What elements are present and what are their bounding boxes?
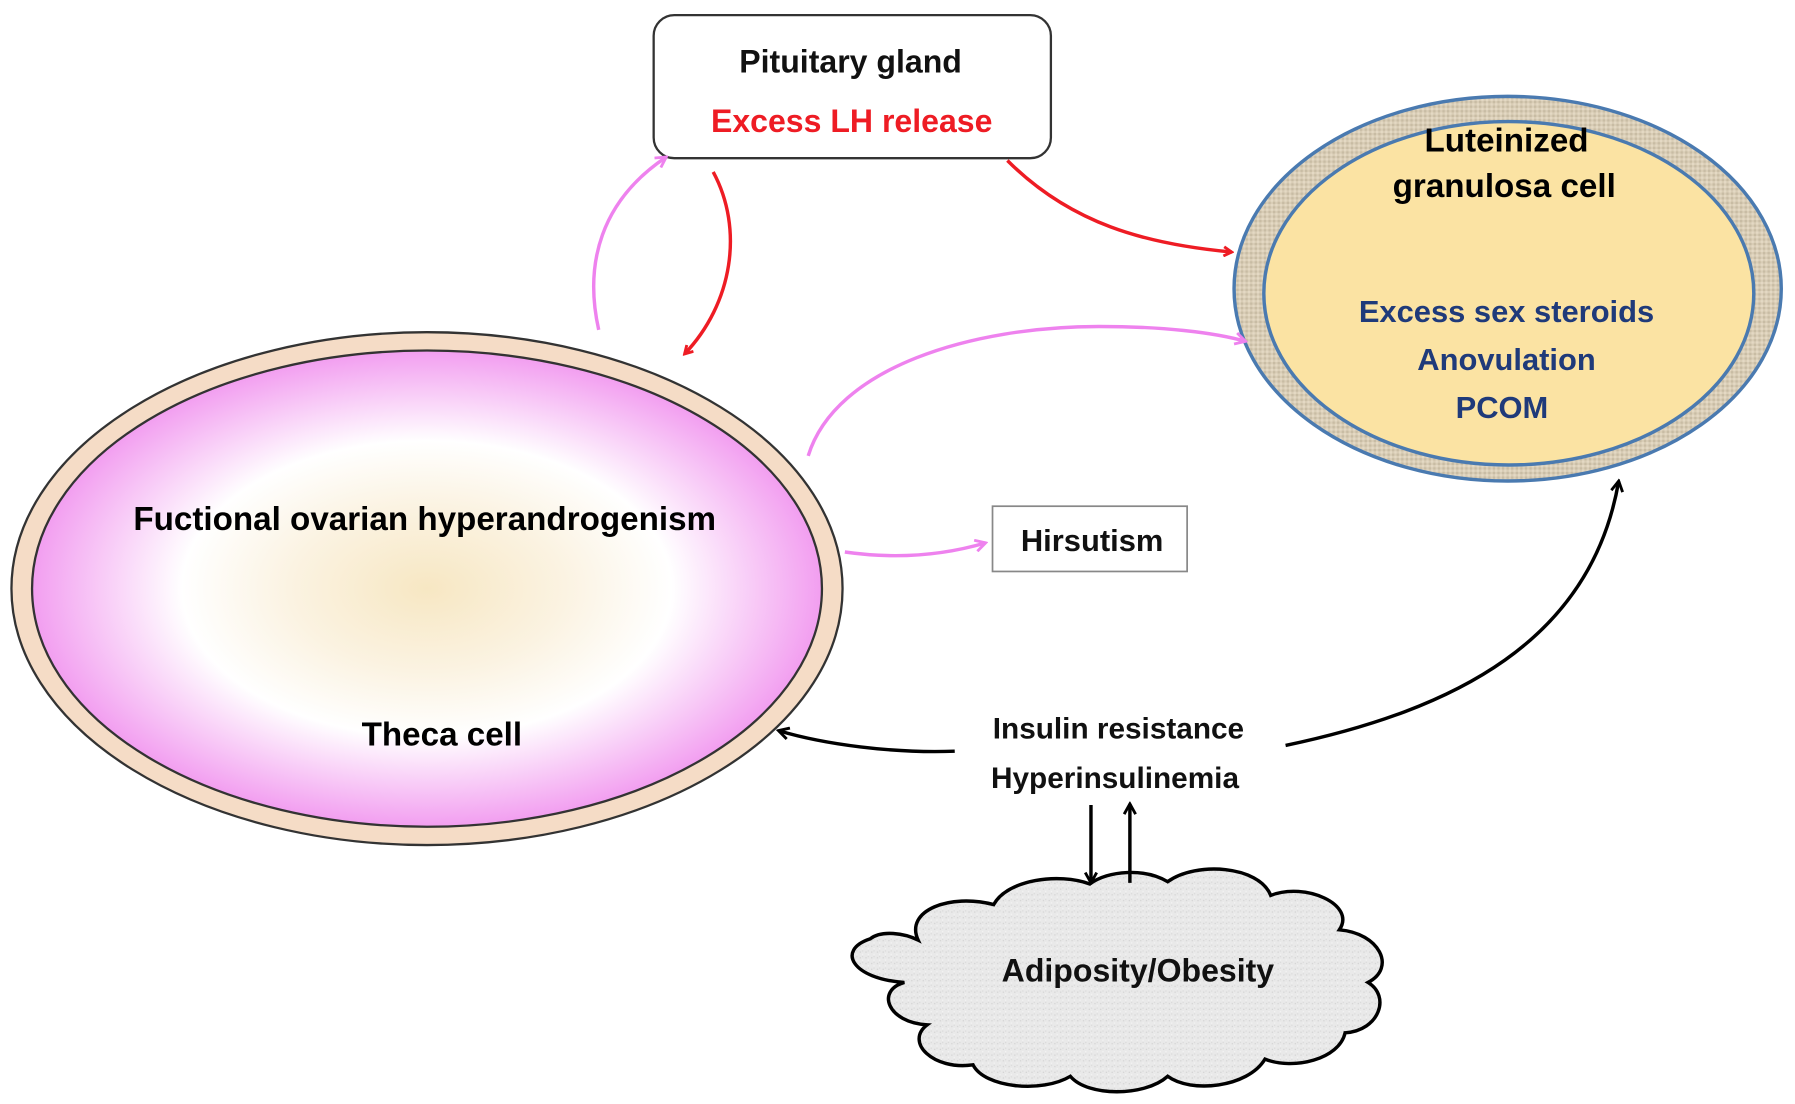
arrow-pituitary-to-theca xyxy=(685,171,733,354)
theca-label: Theca cell xyxy=(362,716,523,753)
pituitary-subtitle: Excess LH release xyxy=(711,103,993,139)
theca-cell-node: Fuctional ovarian hyperandrogenism Theca… xyxy=(10,331,844,847)
arrow-pituitary-to-granulosa xyxy=(1006,159,1231,252)
insulin-resistance-label: Insulin resistance xyxy=(993,713,1244,746)
effect-excess-sex-steroids: Excess sex steroids xyxy=(1359,294,1654,329)
hirsutism-node: Hirsutism xyxy=(991,505,1188,573)
arrow-insulin-to-theca xyxy=(778,731,955,754)
pituitary-title: Pituitary gland xyxy=(739,43,962,79)
cloud-shape xyxy=(850,867,1384,1094)
pituitary-node: Pituitary gland Excess LH release xyxy=(652,13,1053,160)
hirsutism-label: Hirsutism xyxy=(1021,523,1163,558)
arrow-theca-to-pituitary xyxy=(592,157,667,331)
granulosa-title-line1: Luteinized xyxy=(1424,122,1588,159)
theca-title: Fuctional ovarian hyperandrogenism xyxy=(133,501,716,538)
adiposity-cloud-node: Adiposity/Obesity xyxy=(850,867,1384,1094)
granulosa-cell-node: Luteinized granulosa cell Excess sex ste… xyxy=(1232,94,1783,483)
arrow-insulin-to-granulosa xyxy=(1285,481,1619,748)
arrow-theca-to-hirsutism xyxy=(844,543,986,558)
arrow-theca-to-granulosa xyxy=(806,324,1245,457)
insulin-node: Insulin resistance Hyperinsulinemia xyxy=(991,713,1244,795)
effect-anovulation: Anovulation xyxy=(1417,342,1595,377)
hyperinsulinemia-label: Hyperinsulinemia xyxy=(991,762,1239,795)
adiposity-label: Adiposity/Obesity xyxy=(1002,952,1275,988)
granulosa-title-line2: granulosa cell xyxy=(1393,168,1616,205)
effect-pcom: PCOM xyxy=(1456,390,1549,425)
